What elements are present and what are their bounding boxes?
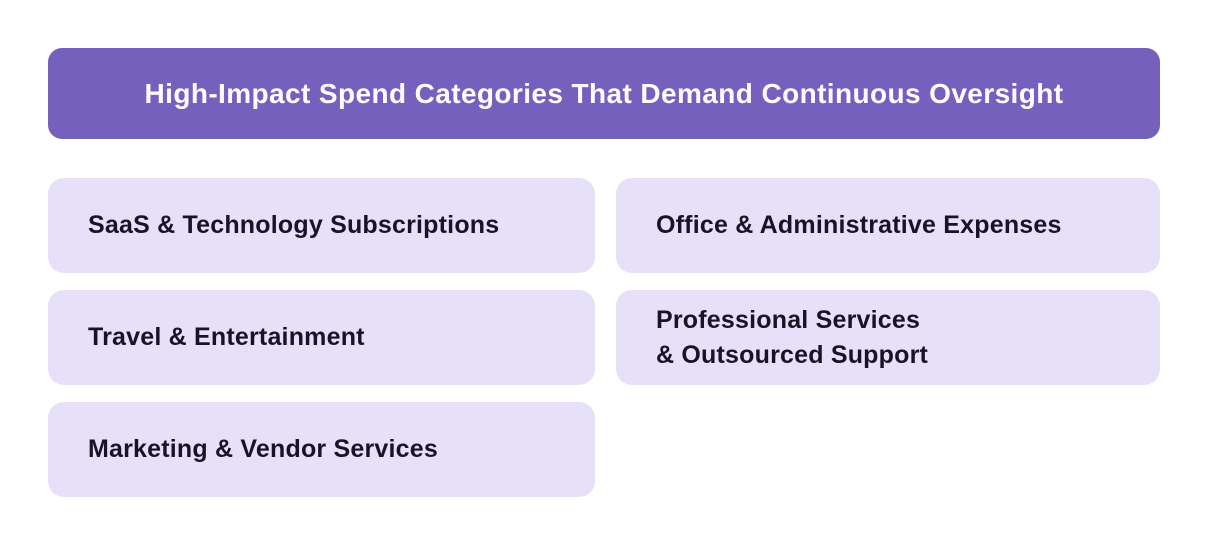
card-office-administrative-expenses: Office & Administrative Expenses [616, 178, 1160, 273]
category-grid: SaaS & Technology Subscriptions Office &… [48, 178, 1160, 497]
card-travel-entertainment: Travel & Entertainment [48, 290, 595, 385]
category-label: Office & Administrative Expenses [656, 211, 1062, 240]
category-label: SaaS & Technology Subscriptions [88, 211, 500, 240]
header-banner: High-Impact Spend Categories That Demand… [48, 48, 1160, 139]
card-marketing-vendor-services: Marketing & Vendor Services [48, 402, 595, 497]
category-label: Marketing & Vendor Services [88, 435, 438, 464]
category-label: Professional Services & Outsourced Suppo… [656, 306, 929, 369]
category-label: Travel & Entertainment [88, 323, 365, 352]
card-saas-technology-subscriptions: SaaS & Technology Subscriptions [48, 178, 595, 273]
card-professional-services-outsourced-support: Professional Services & Outsourced Suppo… [616, 290, 1160, 385]
page-title: High-Impact Spend Categories That Demand… [144, 77, 1064, 109]
